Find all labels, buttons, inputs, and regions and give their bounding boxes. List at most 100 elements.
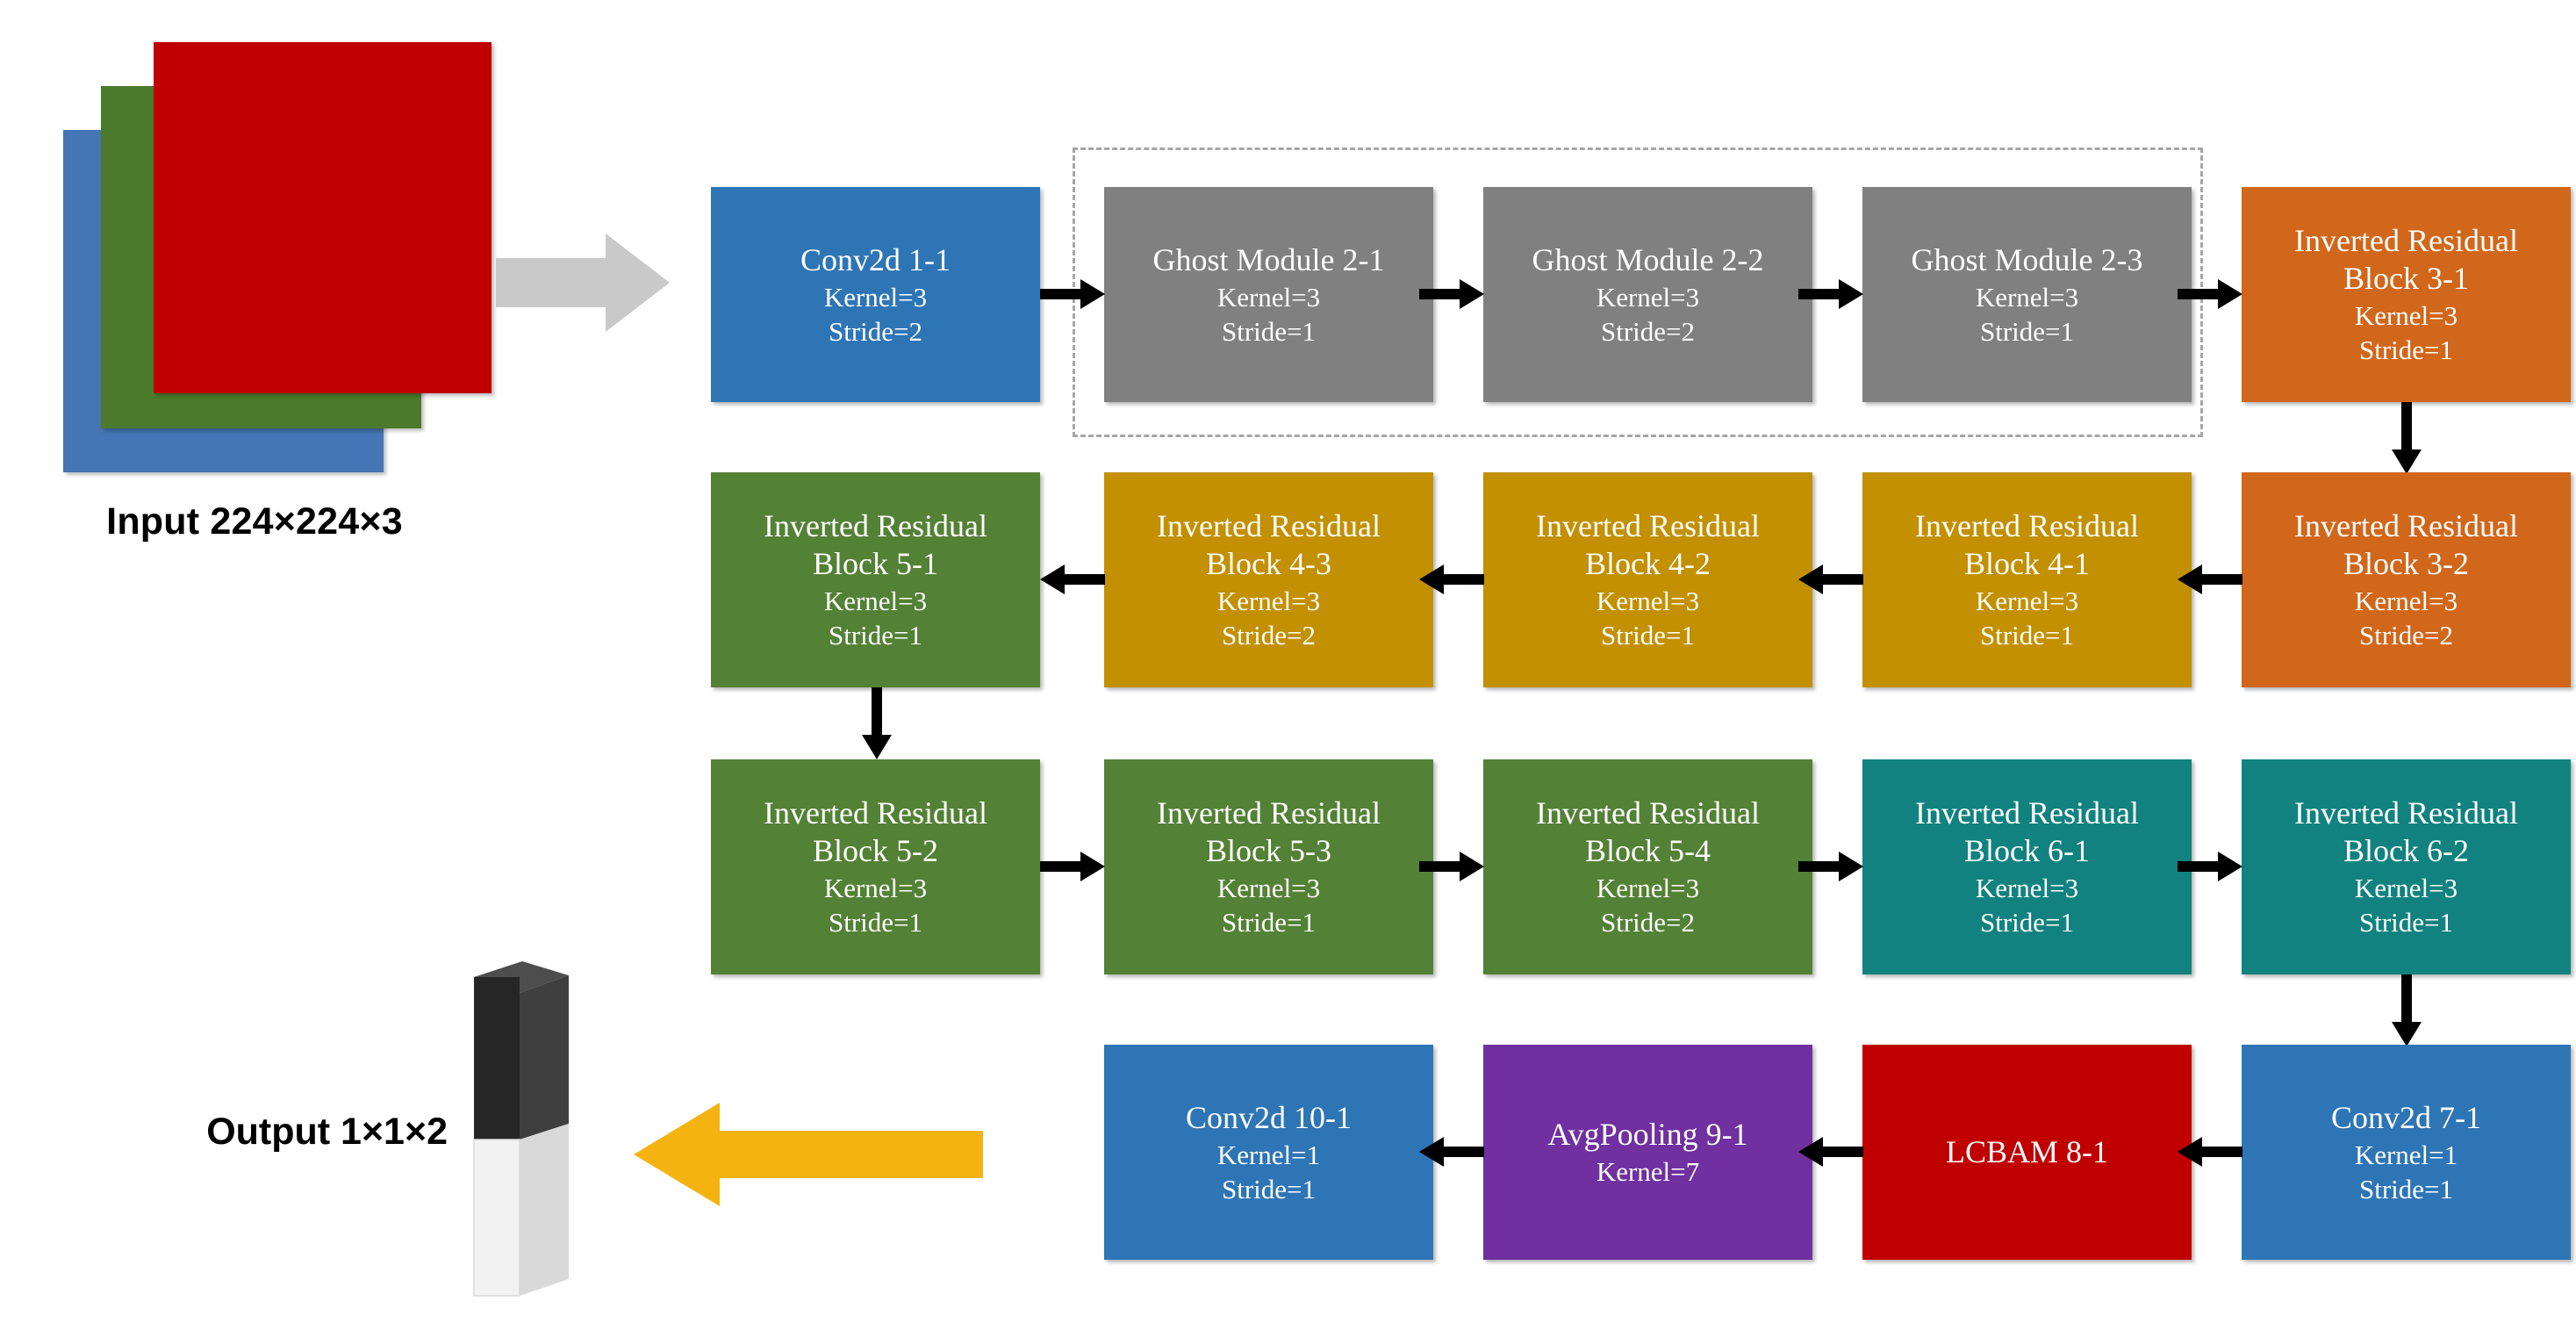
block-title-line1: Conv2d 1-1 [800,241,951,277]
block-irb-6-2[interactable]: Inverted Residual Block 6-2 Kernel=3 Str… [2242,759,2571,974]
block-lcbam-8-1[interactable]: LCBAM 8-1 [1862,1045,2192,1260]
block-stride: Stride=2 [2358,619,2454,651]
block-stride: Stride=1 [1221,315,1317,347]
block-stride: Stride=1 [1979,619,2075,651]
block-stride: Stride=2 [1600,906,1696,938]
block-irb-5-1[interactable]: Inverted Residual Block 5-1 Kernel=3 Str… [711,472,1040,687]
block-kernel: Kernel=7 [1596,1156,1700,1188]
block-stride: Stride=1 [2358,906,2454,938]
block-ghost-module-2-2[interactable]: Ghost Module 2-2 Kernel=3 Stride=2 [1483,187,1812,402]
block-stride: Stride=1 [828,906,923,938]
input-sheet-red [154,42,492,393]
block-stride: Stride=1 [2358,1173,2454,1204]
block-stride: Stride=1 [2358,334,2454,365]
block-title-line1: Inverted Residual [2294,223,2518,259]
block-irb-3-1[interactable]: Inverted Residual Block 3-1 Kernel=3 Str… [2242,187,2571,402]
block-title-line1: Inverted Residual [1915,508,2139,544]
block-title-line1: Inverted Residual [764,795,987,831]
block-title-line1: Ghost Module 2-2 [1532,241,1764,277]
block-title-line1: Inverted Residual [1536,795,1760,831]
block-title-line2: Block 5-2 [813,832,938,868]
block-irb-5-3[interactable]: Inverted Residual Block 5-3 Kernel=3 Str… [1104,759,1433,974]
arrow-irb43-to-irb51 [1040,564,1105,594]
block-kernel: Kernel=3 [1596,873,1700,904]
block-kernel: Kernel=3 [823,586,928,617]
block-title-line1: Conv2d 10-1 [1186,1099,1352,1135]
arrow-lcbam-to-avgpool [1798,1137,1863,1167]
block-kernel: Kernel=1 [1216,1140,1321,1171]
block-kernel: Kernel=1 [2354,1140,2458,1171]
block-irb-5-2[interactable]: Inverted Residual Block 5-2 Kernel=3 Str… [711,759,1040,974]
block-title-line1: Inverted Residual [1536,508,1760,544]
block-title-line2: Block 6-2 [2343,832,2469,868]
block-kernel: Kernel=3 [1216,282,1321,313]
arrow-irb53-to-irb54 [1419,852,1484,881]
arrow-irb52-to-irb53 [1040,852,1105,881]
block-title-line1: Inverted Residual [1157,508,1381,544]
block-kernel: Kernel=3 [1216,586,1321,617]
block-title-line2: Block 4-1 [1964,545,2090,581]
block-kernel: Kernel=3 [1596,586,1700,617]
block-title-line1: Conv2d 7-1 [2331,1099,2481,1135]
block-kernel: Kernel=3 [1216,873,1321,904]
block-irb-4-3[interactable]: Inverted Residual Block 4-3 Kernel=3 Str… [1104,472,1433,687]
input-arrow-icon [496,230,671,335]
block-kernel: Kernel=3 [823,282,928,313]
block-stride: Stride=1 [1600,619,1696,651]
arrow-conv71-to-lcbam [2178,1137,2242,1167]
arrow-irb31-to-irb32 [2392,402,2422,474]
block-stride: Stride=2 [1600,315,1696,347]
block-avgpooling-9-1[interactable]: AvgPooling 9-1 Kernel=7 [1483,1045,1812,1260]
block-kernel: Kernel=3 [1975,873,2079,904]
block-stride: Stride=1 [1221,1173,1317,1204]
block-stride: Stride=1 [1221,906,1317,938]
block-title-line1: Inverted Residual [2294,508,2518,544]
block-ghost-module-2-3[interactable]: Ghost Module 2-3 Kernel=3 Stride=1 [1862,187,2192,402]
block-title-line2: Block 3-1 [2343,260,2469,296]
block-title-line1: AvgPooling 9-1 [1547,1116,1748,1152]
block-conv2d-7-1[interactable]: Conv2d 7-1 Kernel=1 Stride=1 [2242,1045,2571,1260]
block-irb-6-1[interactable]: Inverted Residual Block 6-1 Kernel=3 Str… [1862,759,2192,974]
block-stride: Stride=2 [828,315,923,347]
arrow-avgpool-to-conv101 [1419,1137,1484,1167]
block-kernel: Kernel=3 [2354,873,2458,904]
arrow-conv1-to-ghost21 [1040,279,1105,309]
block-title-line2: Block 5-3 [1206,832,1331,868]
arrow-irb42-to-irb43 [1419,564,1484,594]
block-ghost-module-2-1[interactable]: Ghost Module 2-1 Kernel=3 Stride=1 [1104,187,1433,402]
output-label: Output 1×1×2 [206,1111,448,1153]
output-bar-icon [473,961,570,1312]
block-kernel: Kernel=3 [823,873,928,904]
block-title-line1: Ghost Module 2-1 [1152,241,1385,277]
block-title-line2: Block 3-2 [2343,545,2469,581]
block-kernel: Kernel=3 [1975,282,2079,313]
block-kernel: Kernel=3 [1596,282,1700,313]
arrow-irb41-to-irb42 [1798,564,1863,594]
block-kernel: Kernel=3 [2354,586,2458,617]
block-irb-4-2[interactable]: Inverted Residual Block 4-2 Kernel=3 Str… [1483,472,1812,687]
arrow-ghost23-to-irb31 [2178,279,2242,309]
block-irb-4-1[interactable]: Inverted Residual Block 4-1 Kernel=3 Str… [1862,472,2192,687]
block-kernel: Kernel=3 [1975,586,2079,617]
block-kernel: Kernel=3 [2354,300,2458,332]
block-stride: Stride=1 [828,619,923,651]
block-irb-5-4[interactable]: Inverted Residual Block 5-4 Kernel=3 Str… [1483,759,1812,974]
block-title-line2: Block 4-3 [1206,545,1331,581]
output-arrow-icon [632,1097,983,1212]
block-title-line1: Inverted Residual [1157,795,1381,831]
arrow-ghost22-to-ghost23 [1798,279,1863,309]
block-stride: Stride=2 [1221,619,1317,651]
arrow-irb51-to-irb52 [862,687,892,759]
arrow-irb62-to-conv71 [2392,974,2422,1046]
block-title-line1: LCBAM 8-1 [1945,1134,2108,1170]
arrow-irb54-to-irb61 [1798,852,1863,881]
block-title-line1: Ghost Module 2-3 [1911,241,2143,277]
input-label: Input 224×224×3 [106,500,403,543]
arrow-irb61-to-irb62 [2178,852,2242,881]
block-conv2d-10-1[interactable]: Conv2d 10-1 Kernel=1 Stride=1 [1104,1045,1433,1260]
block-title-line2: Block 4-2 [1585,545,1711,581]
block-conv2d-1-1[interactable]: Conv2d 1-1 Kernel=3 Stride=2 [711,187,1040,402]
block-irb-3-2[interactable]: Inverted Residual Block 3-2 Kernel=3 Str… [2242,472,2571,687]
arrow-ghost21-to-ghost22 [1419,279,1484,309]
